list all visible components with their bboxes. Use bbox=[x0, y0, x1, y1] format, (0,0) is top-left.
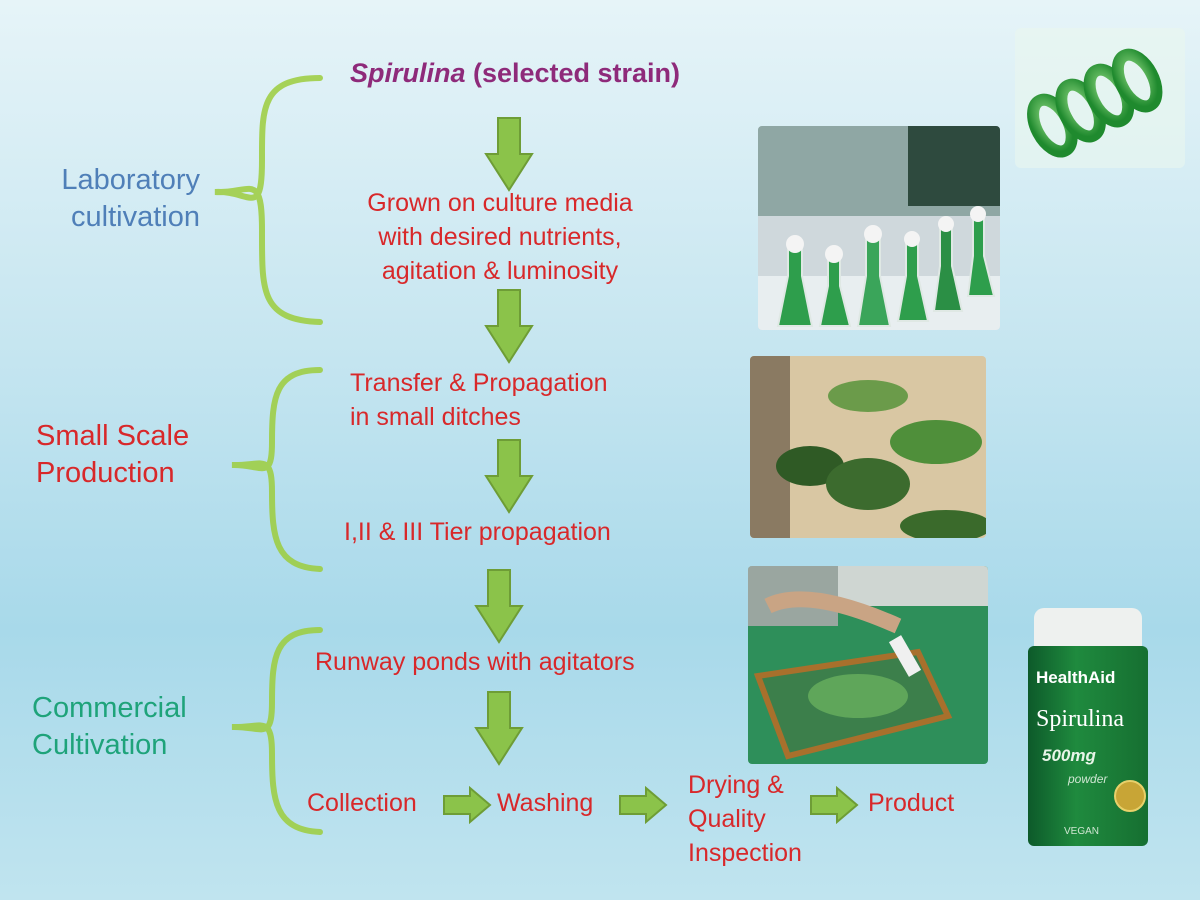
stage-commercial-line2: Cultivation bbox=[32, 729, 168, 761]
photo-lab-flasks bbox=[758, 126, 1000, 330]
right-arrow-icon bbox=[619, 786, 668, 824]
product-jar: HealthAid Spirulina 500mg powder VEGAN bbox=[1028, 608, 1148, 848]
jar-form: powder bbox=[1068, 772, 1108, 786]
down-arrow-icon bbox=[484, 289, 534, 364]
brace-icon bbox=[231, 627, 323, 835]
jar-lid bbox=[1034, 608, 1142, 650]
stage-small-scale: Small Scale Production bbox=[36, 418, 236, 492]
step-culture-line1: Grown on culture media bbox=[367, 189, 633, 217]
jar-brand: HealthAid bbox=[1036, 668, 1116, 687]
jar-body: HealthAid Spirulina 500mg powder VEGAN bbox=[1028, 646, 1148, 846]
step-drying-line2: Quality bbox=[688, 805, 766, 833]
jar-tag: VEGAN bbox=[1064, 826, 1100, 837]
step-transfer-propagation: Transfer & Propagation in small ditches bbox=[350, 366, 670, 434]
step-collection: Collection bbox=[307, 789, 417, 817]
step-product: Product bbox=[868, 789, 955, 817]
brace-icon bbox=[214, 75, 323, 325]
stage-laboratory-line1: Laboratory bbox=[61, 164, 200, 196]
title-rest: (selected strain) bbox=[465, 58, 681, 88]
right-arrow-icon bbox=[443, 786, 492, 824]
photo-runway-pond bbox=[748, 566, 988, 764]
step-culture-media: Grown on culture media with desired nutr… bbox=[320, 186, 680, 288]
title-italic: Spirulina bbox=[349, 58, 466, 88]
step-transfer-line1: Transfer & Propagation bbox=[350, 369, 608, 397]
diagram-title: Spirulina (selected strain) bbox=[280, 58, 750, 89]
step-washing: Washing bbox=[497, 789, 594, 817]
down-arrow-icon bbox=[484, 439, 534, 514]
step-drying-inspection: Drying & Quality Inspection bbox=[688, 768, 802, 870]
brace-icon bbox=[231, 367, 323, 572]
step-drying-line3: Inspection bbox=[688, 839, 802, 867]
jar-seal bbox=[1114, 780, 1146, 812]
down-arrow-icon bbox=[484, 117, 534, 192]
stage-commercial-line1: Commercial bbox=[32, 692, 187, 724]
stage-commercial: Commercial Cultivation bbox=[32, 690, 232, 764]
photo-small-ditches bbox=[750, 356, 986, 538]
stage-small-line2: Production bbox=[36, 457, 175, 489]
stage-small-line1: Small Scale bbox=[36, 420, 190, 452]
step-tier-propagation: I,II & III Tier propagation bbox=[344, 518, 611, 546]
step-culture-line3: agitation & luminosity bbox=[381, 257, 619, 285]
step-runway-ponds: Runway ponds with agitators bbox=[315, 648, 635, 676]
stage-laboratory: Laboratory cultivation bbox=[20, 162, 200, 236]
down-arrow-icon bbox=[474, 569, 524, 644]
stage-laboratory-line2: cultivation bbox=[71, 201, 200, 233]
spirulina-spiral-icon bbox=[1015, 28, 1185, 168]
right-arrow-icon bbox=[810, 786, 859, 824]
jar-name: Spirulina bbox=[1036, 706, 1124, 732]
step-drying-line1: Drying & bbox=[688, 771, 784, 799]
step-culture-line2: with desired nutrients, bbox=[378, 223, 622, 251]
jar-dose: 500mg bbox=[1042, 746, 1096, 765]
down-arrow-icon bbox=[474, 691, 524, 766]
step-transfer-line2: in small ditches bbox=[350, 403, 521, 431]
